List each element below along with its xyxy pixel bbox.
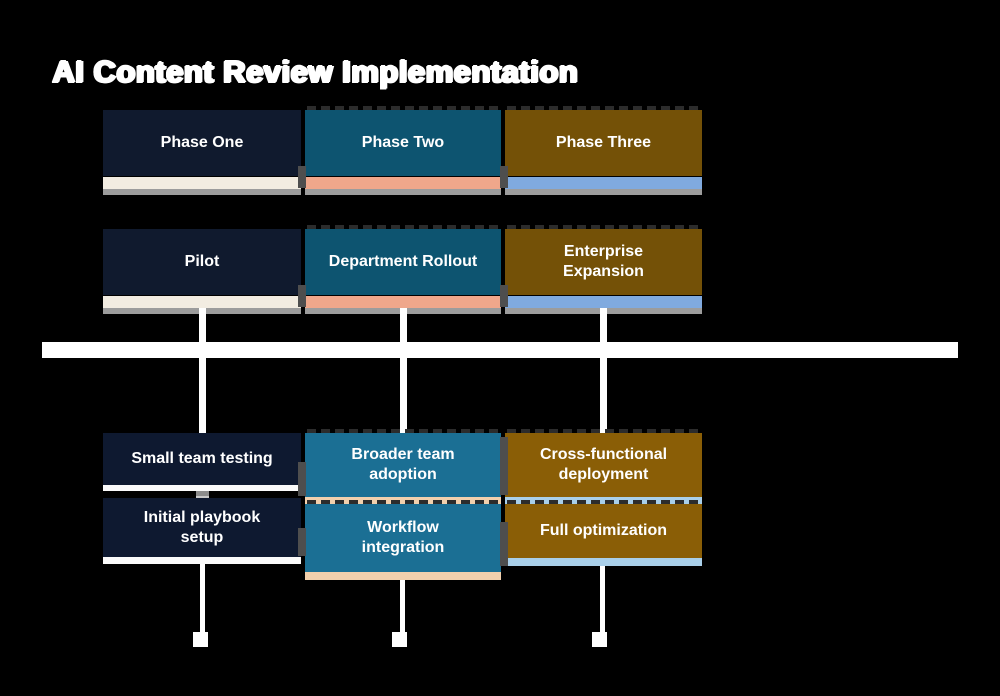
timeline-tail-foot [193,632,208,647]
section-connector [500,285,508,307]
section-connector [298,462,306,496]
event-box-small-team-testing: Small team testing [103,433,301,485]
phase-underline-strip [305,177,501,189]
section-underline-strip [305,296,501,308]
phase-box-three: Phase Three [505,106,702,176]
timeline-tail-foot [392,632,407,647]
event-label: Cross-functional deployment [539,446,668,483]
event-underline-strip [505,558,702,566]
event-underline-strip [103,557,301,564]
event-underline-strip [305,572,501,580]
timeline-tail-foot [592,632,607,647]
phase-underline-strip [505,177,702,189]
section-underline-strip [103,296,301,308]
timeline-tail-line [600,566,605,647]
section-box-department-rollout: Department Rollout [305,225,501,295]
phase-box-two: Phase Two [305,106,501,176]
section-box-pilot: Pilot [103,229,301,295]
section-connector [298,285,306,307]
phase-label: Phase Two [361,134,445,152]
timeline-drop-line [199,308,206,433]
phase-underline-strip [103,177,301,189]
section-connector [298,528,306,556]
event-label: Small team testing [131,450,273,468]
timeline-drop-line [600,308,607,433]
section-connector [500,166,508,188]
section-underline-strip [505,296,702,308]
diagram-title: AI Content Review Implementation [52,54,578,89]
event-label: Initial playbook setup [143,508,261,546]
event-notch [196,491,209,499]
event-box-full-optimization: Full optimization [505,500,702,558]
section-connector [298,166,306,188]
section-label: Pilot [184,253,220,271]
timeline-drop-line [400,308,407,433]
section-connector [500,522,508,566]
section-box-enterprise-expansion: Enterprise Expansion [505,225,702,295]
event-underline-strip [103,485,301,491]
timeline-spine [42,342,958,358]
timeline-tail-line [400,580,405,647]
event-box-broader-team-adoption: Broader team adoption [305,429,501,497]
event-label: Workflow integration [361,519,445,556]
phase-label: Phase One [160,134,244,152]
event-box-workflow-integration: Workflow integration [305,500,501,572]
event-label: Broader team adoption [351,446,455,483]
phase-label: Phase Three [555,134,652,152]
phase-box-one: Phase One [103,110,301,176]
section-label: Enterprise Expansion [563,243,644,280]
event-box-cross-functional-deployment: Cross-functional deployment [505,429,702,497]
timeline-tail-line [200,564,205,647]
section-connector [500,437,508,495]
event-box-initial-playbook-setup: Initial playbook setup [103,498,301,557]
event-label: Full optimization [539,522,668,540]
section-label: Department Rollout [328,253,478,271]
